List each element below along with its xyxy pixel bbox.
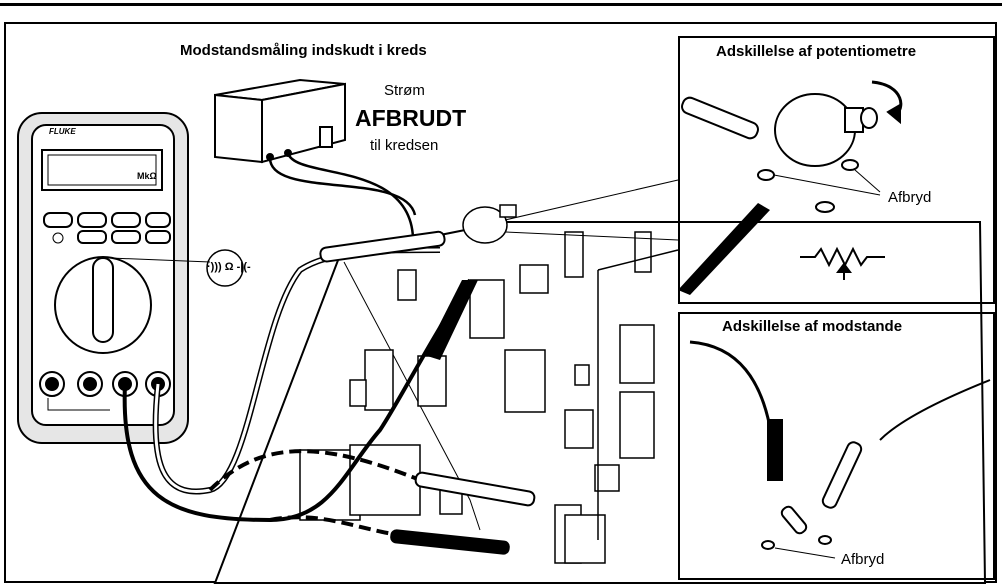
power-line2: AFBRUDT [355, 105, 467, 131]
meter-brand: FLUKE [49, 127, 76, 136]
panel-resistor [678, 312, 995, 580]
panel-resistor-title: Adskillelse af modstande [722, 318, 903, 335]
potentiometer-small [462, 204, 517, 244]
main-title: Modstandsmåling indskudt i kreds [180, 42, 427, 59]
panel-potentiometer-title: Adskillelse af potentiometre [716, 43, 917, 60]
black-test-lead [122, 278, 472, 523]
power-line1: Strøm [384, 82, 425, 99]
potentiometer-detail [681, 80, 903, 213]
top-rule [0, 3, 1002, 6]
supply-wire [268, 156, 417, 216]
panel-potentiometer-callout: Afbryd [888, 189, 932, 206]
power-line3: til kredsen [370, 137, 439, 154]
dial-callout-circle [206, 249, 244, 287]
panel-potentiometer [678, 36, 995, 304]
board-components [299, 231, 655, 564]
panel-resistor-callout: Afbryd [841, 551, 885, 568]
power-supply-box [214, 78, 346, 164]
meter-display-unit: MkΩ [137, 171, 157, 181]
multimeter [17, 112, 189, 444]
dial-symbol: ·))) Ω -|(- [207, 261, 251, 273]
resistor-symbol [800, 246, 885, 280]
detail-probe-black [678, 203, 770, 295]
resistor-detail [689, 340, 991, 559]
